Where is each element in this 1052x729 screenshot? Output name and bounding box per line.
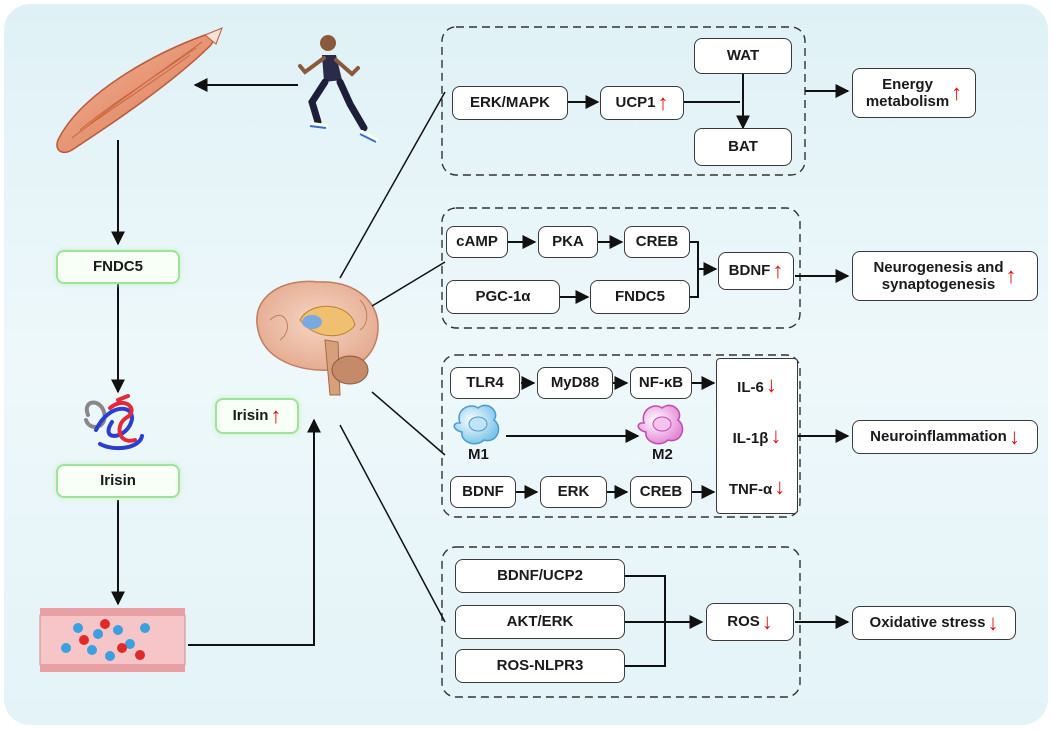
- brain-irisin-box: Irisin↑: [215, 398, 299, 434]
- erk-mapk-box: ERK/MAPK: [452, 86, 568, 120]
- nfkb-box: NF-κB: [630, 367, 692, 399]
- left-irisin-box: Irisin: [56, 464, 180, 498]
- pgc1a-box: PGC-1α: [446, 280, 560, 314]
- bdnf-ucp2-box: BDNF/UCP2: [455, 559, 625, 593]
- down-arrow-icon: ↓: [761, 609, 773, 634]
- oxidative-stress-box: Oxidative stress↓: [852, 606, 1016, 640]
- arrow-vessel-to-brain: [188, 418, 321, 646]
- wat-box: WAT: [694, 38, 792, 74]
- left-fndc5-box: FNDC5: [56, 250, 180, 284]
- myd88-box: MyD88: [537, 367, 613, 399]
- inflam-bdnf-box: BDNF: [450, 476, 516, 508]
- muscle-icon: [56, 27, 223, 154]
- down-arrow-icon: ↓: [987, 610, 999, 635]
- neuroinflammation-box: Neuroinflammation↓: [852, 420, 1038, 454]
- m1-label: M1: [468, 446, 489, 463]
- bat-box: BAT: [694, 128, 792, 166]
- tlr4-box: TLR4: [450, 367, 520, 399]
- m1-macrophage-icon: [453, 404, 500, 445]
- ros-nlpr3-box: ROS-NLPR3: [455, 649, 625, 683]
- up-arrow-icon: ↑: [1005, 263, 1017, 288]
- m2-label: M2: [652, 446, 673, 463]
- down-arrow-icon: ↓: [1008, 424, 1020, 449]
- up-arrow-icon: ↑: [951, 80, 963, 105]
- neuro-group-box: [441, 207, 801, 329]
- ros-box: ROS↓: [706, 603, 794, 641]
- erk-box: ERK: [540, 476, 607, 508]
- blood-vessel-icon: [39, 608, 186, 672]
- akt-erk-box: AKT/ERK: [455, 605, 625, 639]
- background-panel: [4, 4, 1048, 725]
- protein-icon: [84, 394, 144, 451]
- creb-box: CREB: [624, 226, 690, 258]
- energy-group-box: [441, 26, 806, 176]
- up-arrow-icon: ↑: [270, 403, 282, 428]
- neuro-fndc5-box: FNDC5: [590, 280, 690, 314]
- cytokine-box: IL-6↓ IL-1β↓ TNF-α↓: [716, 358, 798, 514]
- ucp1-box: UCP1↑: [600, 86, 684, 120]
- up-arrow-icon: ↑: [772, 258, 784, 283]
- up-arrow-icon: ↑: [657, 90, 669, 115]
- bdnf-box: BDNF↑: [718, 252, 794, 290]
- m2-macrophage-icon: [637, 404, 684, 445]
- down-arrow-icon: ↓: [774, 474, 786, 500]
- down-arrow-icon: ↓: [770, 422, 782, 448]
- pka-box: PKA: [538, 226, 598, 258]
- inflam-creb-box: CREB: [630, 476, 692, 508]
- camp-box: cAMP: [446, 226, 508, 258]
- down-arrow-icon: ↓: [765, 371, 777, 397]
- runner-icon: [298, 35, 378, 143]
- brain-icon: [256, 280, 379, 396]
